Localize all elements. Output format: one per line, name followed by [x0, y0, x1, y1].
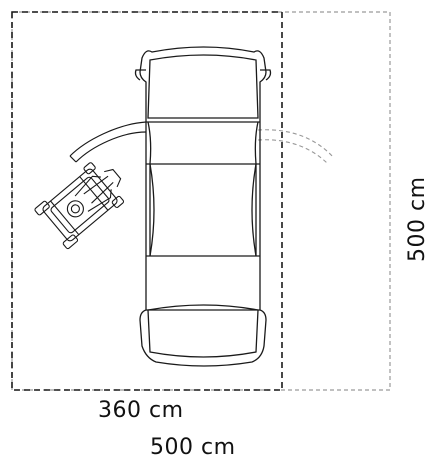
door-left-end [69, 155, 77, 163]
depth-label: 500 cm [405, 176, 430, 262]
door-swing-left [69, 121, 147, 163]
outer-bay-boundary [11, 11, 391, 391]
inner-width-label: 360 cm [98, 398, 184, 423]
inner-bay-boundary [11, 11, 283, 391]
car-top-view [134, 46, 272, 367]
wheelchair-user-icon [34, 162, 125, 250]
outer-width-label: 500 cm [150, 435, 236, 460]
door-swing-right [257, 129, 335, 165]
